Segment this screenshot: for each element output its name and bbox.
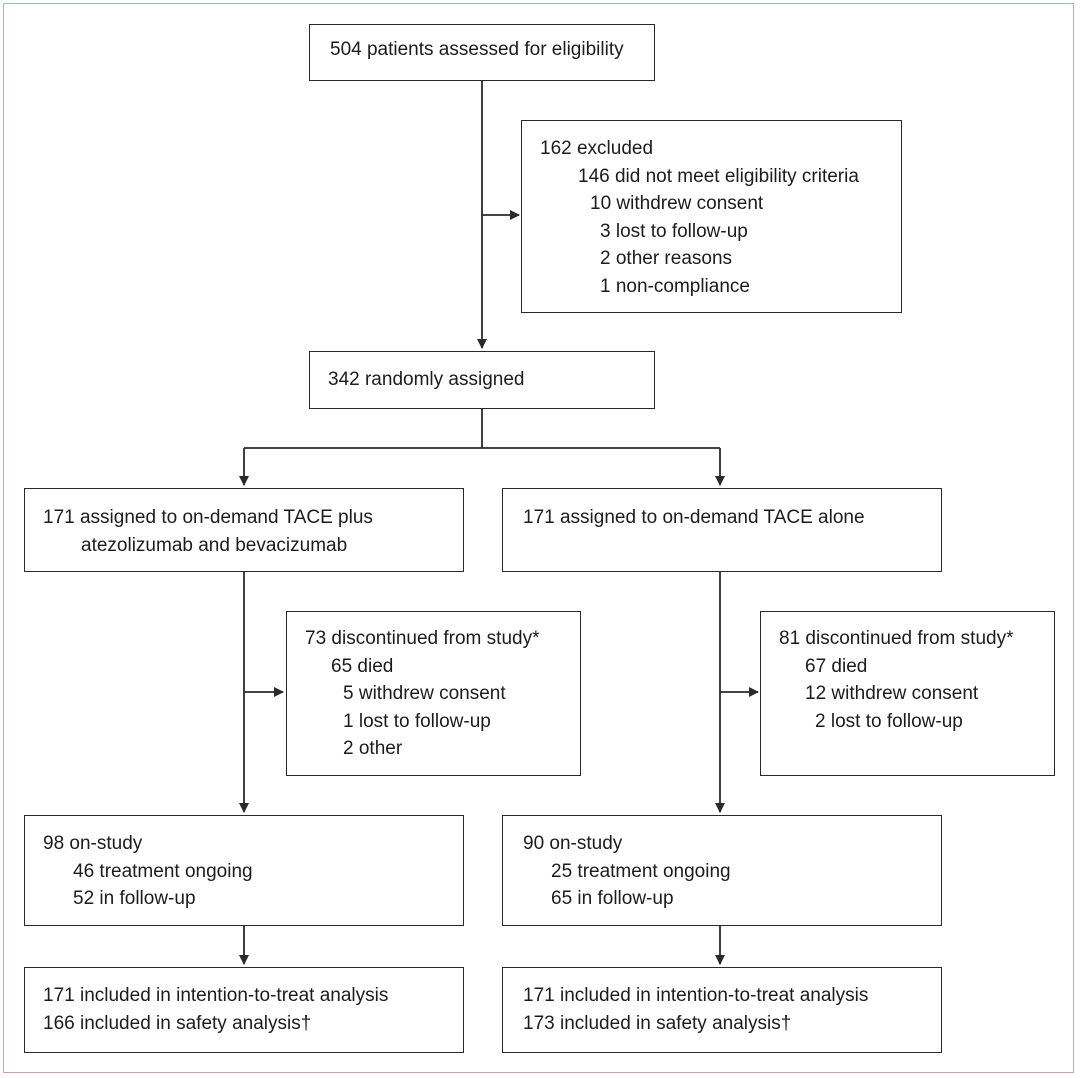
arm-b-assigned-line: 171 assigned to on-demand TACE alone (523, 507, 865, 528)
arm-a-on-study-item: 52 in follow-up (73, 888, 196, 909)
arm-a-on-study-box: 98 on-study 46 treatment ongoing 52 in f… (24, 815, 464, 926)
arm-b-discontinued-item: 12 withdrew consent (805, 683, 979, 704)
arm-b-on-study-item: 25 treatment ongoing (551, 860, 731, 882)
arm-a-assigned-line: atezolizumab and bevacizumab (81, 534, 348, 556)
arm-a-analysis-box: 171 included in intention-to-treat analy… (24, 967, 464, 1053)
arm-a-discontinued-item: 65 died (331, 655, 394, 677)
excluded-title: 162 excluded (540, 138, 654, 159)
excluded-item: 146 did not meet eligibility criteria (578, 165, 859, 187)
excluded-item: 2 other reasons (600, 248, 733, 269)
arm-b-discontinued-title: 81 discontinued from study* (779, 628, 1014, 649)
assessed-box: 504 patients assessed for eligibility (309, 24, 655, 81)
arm-b-assigned-box: 171 assigned to on-demand TACE alone (502, 488, 942, 572)
arm-a-on-study-title: 98 on-study (43, 833, 143, 854)
arm-b-discontinued-item: 67 died (805, 655, 868, 677)
arm-b-on-study-box: 90 on-study 25 treatment ongoing 65 in f… (502, 815, 942, 926)
excluded-box: 162 excluded 146 did not meet eligibilit… (521, 120, 902, 313)
arm-a-analysis-line: 171 included in intention-to-treat analy… (43, 985, 389, 1006)
assessed-text: 504 patients assessed for eligibility (330, 39, 624, 60)
arm-a-discontinued-item: 2 other (343, 738, 403, 759)
arm-a-discontinued-item: 5 withdrew consent (343, 683, 506, 704)
arm-b-on-study-item: 65 in follow-up (551, 888, 674, 909)
arm-b-on-study-title: 90 on-study (523, 833, 623, 854)
arm-a-analysis-line: 166 included in safety analysis† (43, 1012, 312, 1034)
excluded-item: 1 non-compliance (600, 275, 750, 297)
arm-b-analysis-line: 173 included in safety analysis† (523, 1012, 792, 1034)
arm-b-analysis-box: 171 included in intention-to-treat analy… (502, 967, 942, 1053)
arm-a-discontinued-box: 73 discontinued from study* 65 died 5 wi… (286, 611, 581, 776)
arm-a-assigned-line: 171 assigned to on-demand TACE plus (43, 507, 373, 528)
excluded-item: 3 lost to follow-up (600, 220, 748, 242)
arm-a-on-study-item: 46 treatment ongoing (73, 860, 253, 882)
arm-b-discontinued-item: 2 lost to follow-up (815, 710, 963, 732)
arm-a-assigned-box: 171 assigned to on-demand TACE plus atez… (24, 488, 464, 572)
randomised-box: 342 randomly assigned (309, 351, 655, 409)
figure-frame (3, 3, 1074, 1073)
excluded-item: 10 withdrew consent (590, 193, 764, 214)
arm-a-discontinued-item: 1 lost to follow-up (343, 710, 491, 732)
arm-b-analysis-line: 171 included in intention-to-treat analy… (523, 985, 869, 1006)
randomised-text: 342 randomly assigned (328, 369, 525, 390)
arm-a-discontinued-title: 73 discontinued from study* (305, 628, 540, 649)
arm-b-discontinued-box: 81 discontinued from study* 67 died 12 w… (760, 611, 1055, 776)
